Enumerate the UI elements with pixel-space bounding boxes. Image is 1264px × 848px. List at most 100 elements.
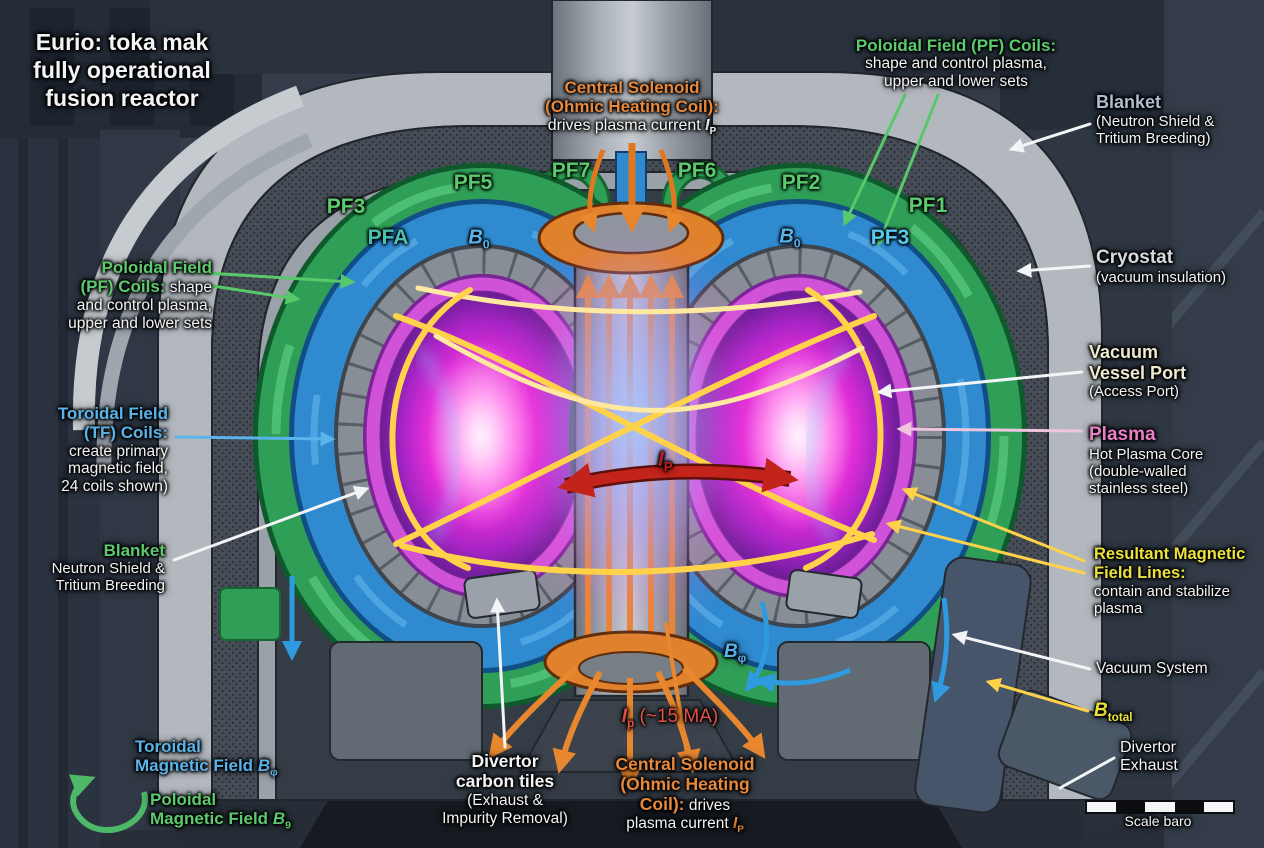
text-line: Neutron Shield &	[51, 560, 165, 578]
scale-segment	[1174, 802, 1204, 812]
tag-pf3-left: PF3	[326, 195, 366, 218]
text-line: Resultant Magnetic	[1094, 545, 1246, 563]
tag-pf7: PF7	[551, 159, 591, 182]
label-blanket-right: Blanket (Neutron Shield & Tritium Breedi…	[1096, 92, 1261, 147]
label-b-phi: Bφ	[724, 641, 747, 665]
b-phi-arrows	[282, 576, 951, 703]
tag-pf2: PF2	[781, 171, 821, 194]
text-line: (double-walled	[1089, 462, 1187, 480]
poloidal-direction-arrow	[68, 774, 148, 834]
text-line: Plasma	[1089, 424, 1156, 445]
text-line: (Neutron Shield &	[1096, 112, 1215, 130]
text-line: shape and control plasma,	[865, 55, 1047, 73]
label-vacuum-vessel-port: Vacuum Vessel Port (Access Port)	[1089, 342, 1259, 400]
plasma-haze	[416, 220, 850, 644]
label-plasma: Plasma Hot Plasma Core (double-walled st…	[1089, 424, 1259, 497]
text-line: upper and lower sets	[884, 73, 1028, 91]
scale-segment	[1116, 802, 1146, 812]
plasma-current-arrow	[557, 457, 799, 498]
magnetic-field-lines	[389, 285, 884, 575]
text-line: Poloidal Field	[101, 258, 212, 277]
text-line: plasma current IP	[626, 814, 744, 835]
scale-segment	[1145, 802, 1175, 812]
text-line: plasma	[1094, 599, 1143, 617]
label-divertor-tiles: Divertor carbon tiles (Exhaust & Impurit…	[400, 751, 610, 827]
label-tf-coils: Toroidal Field (TF) Coils: create primar…	[0, 404, 168, 496]
scale-bar-caption: Scale baro	[1085, 813, 1231, 830]
text-line: Cryostat	[1096, 247, 1174, 268]
tag-pf5: PF5	[453, 171, 493, 194]
tag-b0-right: B0	[779, 225, 801, 251]
text-line: Hot Plasma Core	[1089, 445, 1204, 463]
tag-pf6: PF6	[677, 159, 717, 182]
label-central-solenoid-bottom: Central Solenoid (Ohmic Heating Coil): d…	[585, 754, 785, 836]
text-line: Poloidal	[150, 790, 217, 809]
label-pf-coils-right: Poloidal Field (PF) Coils: shape and con…	[830, 36, 1082, 91]
tag-pf3-right: PF3	[870, 226, 910, 249]
label-toroidal-field-legend: Toroidal Magnetic Field Bφ	[135, 737, 278, 779]
text-line: (Ohmic Heating	[620, 773, 750, 794]
text-line: Divertor	[471, 751, 539, 771]
label-central-solenoid-top: Central Solenoid (Ohmic Heating Coil): d…	[512, 78, 752, 137]
label-poloidal-field-legend: Poloidal Magnetic Field B9	[150, 790, 291, 832]
scale-segment	[1087, 802, 1117, 812]
label-vacuum-system: Vacuum System	[1096, 660, 1208, 678]
text-line: Scale baro	[1124, 813, 1192, 829]
text-line: Eurio: toka mak	[35, 29, 209, 55]
label-divertor-exhaust: Divertor Exhaust	[1120, 739, 1178, 775]
label-plasma-current-center: IP	[658, 448, 673, 475]
tag-b0-left: B0	[468, 226, 490, 252]
text-line: magnetic field,	[68, 460, 168, 478]
text-line: (vacuum insulation)	[1096, 268, 1227, 286]
solenoid-bottom-arrows	[488, 665, 766, 790]
text-line: Tritium Breeding)	[1096, 129, 1211, 147]
text-line: fully operational	[33, 57, 211, 84]
text-line: Vacuum	[1089, 342, 1159, 362]
text-line: (Exhaust &	[467, 791, 543, 809]
diagram-title: Eurio: toka mak fully operational fusion…	[22, 28, 222, 112]
text-line: drives plasma current IP	[547, 116, 717, 137]
text-line: (Ohmic Heating Coil):	[545, 97, 719, 117]
text-line: Tritium Breeding	[55, 577, 165, 595]
text-line: Field Lines:	[1094, 563, 1186, 582]
text-line: Exhaust	[1120, 757, 1178, 775]
label-plasma-current-value: Ip (~15 MA)	[621, 706, 719, 730]
text-line: Coil): drives	[639, 793, 731, 814]
text-line: upper and lower sets	[68, 314, 212, 332]
text-line: Toroidal Field	[57, 404, 168, 423]
text-line: (PF) Coils: shape	[80, 277, 212, 297]
scale-segment	[1203, 802, 1234, 812]
text-line: Magnetic Field B9	[150, 809, 291, 832]
label-cryostat: Cryostat (vacuum insulation)	[1096, 247, 1261, 286]
text-line: (Access Port)	[1089, 383, 1180, 401]
solenoid-label-arrows	[578, 143, 686, 233]
text-line: Vessel Port	[1089, 362, 1187, 383]
text-line: Vacuum System	[1096, 660, 1208, 677]
text-line: create primary	[68, 442, 168, 460]
text-line: and control plasma,	[76, 297, 212, 315]
leader-arrows	[172, 93, 1116, 790]
text-line: Central Solenoid	[615, 754, 755, 774]
text-line: stainless steel)	[1089, 479, 1189, 497]
text-line: Divertor	[1120, 739, 1177, 756]
scale-bar	[1085, 800, 1235, 814]
label-blanket-left: Blanket Neutron Shield & Tritium Breedin…	[0, 541, 165, 595]
text-line: 24 coils shown)	[61, 478, 168, 496]
label-resultant-field-lines: Resultant Magnetic Field Lines: contain …	[1094, 545, 1264, 617]
text-line: Magnetic Field Bφ	[135, 756, 278, 779]
text-line: contain and stabilize	[1094, 582, 1230, 600]
label-b-total: Btotal	[1094, 700, 1133, 724]
text-line: Toroidal	[135, 737, 201, 756]
text-line: Central Solenoid	[564, 78, 700, 97]
tag-pf4-left: PFA	[367, 226, 409, 249]
text-line: Blanket	[1096, 92, 1162, 112]
text-line: carbon tiles	[455, 770, 555, 791]
text-line: Impurity Removal)	[442, 809, 568, 827]
text-line: Blanket	[103, 541, 165, 560]
text-line: fusion reactor	[45, 85, 199, 112]
text-line: (TF) Coils:	[83, 423, 168, 443]
label-pf-coils-left: Poloidal Field (PF) Coils: shape and con…	[10, 258, 212, 332]
tag-pf1: PF1	[908, 194, 948, 217]
